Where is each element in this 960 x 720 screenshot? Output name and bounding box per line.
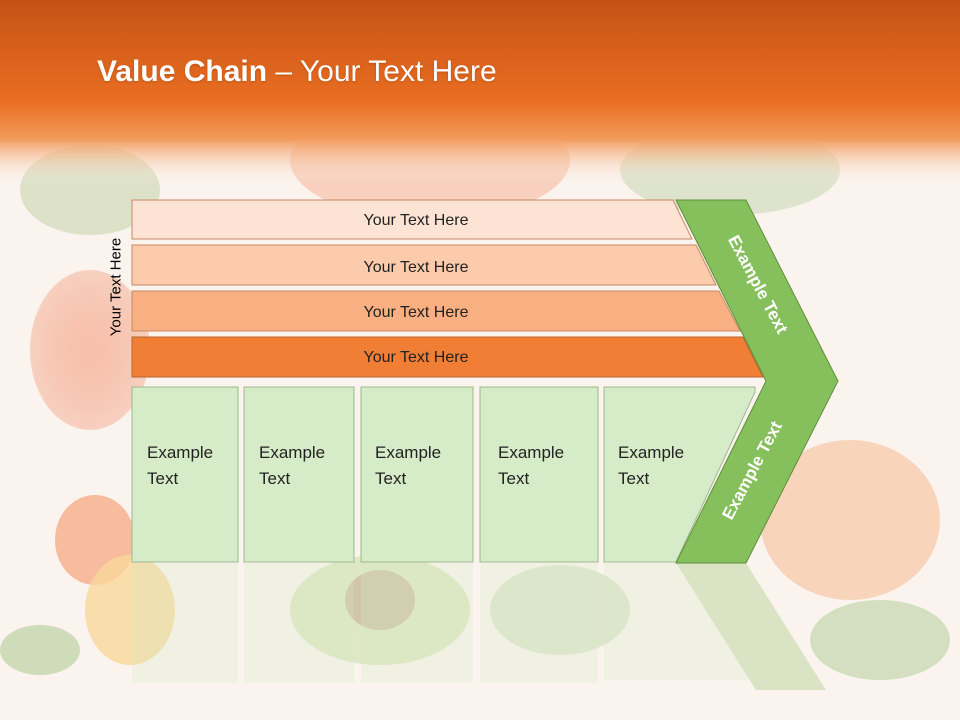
bar-1: Your Text Here <box>131 199 693 240</box>
box-4-line-1: Example <box>498 443 564 462</box>
bar-2: Your Text Here <box>131 244 717 286</box>
svg-text:Example Text: Example Text <box>147 443 218 488</box>
box-3-line-2: Text <box>375 469 406 488</box>
box-1: Example Text <box>131 386 239 563</box>
bar-1-label: Your Text Here <box>364 212 469 229</box>
bar-2-shape <box>131 244 717 286</box>
box-4-line-2: Text <box>498 469 529 488</box>
bar-2-label: Your Text Here <box>364 259 469 276</box>
box-2: Example Text <box>243 386 355 563</box>
box-2-line-1: Example <box>259 443 325 462</box>
box-3-line-1: Example <box>375 443 441 462</box>
box-1-line-2: Text <box>147 469 178 488</box>
bar-4: Your Text Here <box>131 336 764 378</box>
box-1-line-1: Example <box>147 443 213 462</box>
svg-text:Example Text: Example Text <box>259 443 330 488</box>
box-1-shape <box>131 386 239 563</box>
svg-text:Example Text: Example Text <box>618 443 689 488</box>
box-3: Example Text <box>360 386 474 563</box>
bar-3-shape <box>131 290 741 332</box>
bar-1-shape <box>131 199 693 240</box>
box-5: Example Text <box>603 386 756 563</box>
bar-3-label: Your Text Here <box>364 304 469 321</box>
chevron-shape <box>675 199 839 564</box>
box-3-shape <box>360 386 474 563</box>
slide-title: Value Chain – Your Text Here <box>97 55 497 89</box>
box-4: Example Text <box>479 386 599 563</box>
bar-4-shape <box>131 336 764 378</box>
svg-text:Example Text: Example Text <box>498 443 569 488</box>
box-4-shape <box>479 386 599 563</box>
chevron-arrow: Example Text Example Text <box>675 199 839 564</box>
bar-4-label: Your Text Here <box>364 349 469 366</box>
box-5-line-1: Example <box>618 443 684 462</box>
svg-text:Example Text: Example Text <box>375 443 446 488</box>
box-2-line-2: Text <box>259 469 290 488</box>
slide-title-bold: Value Chain <box>97 55 268 88</box>
boxes-reflection <box>132 563 826 690</box>
box-2-shape <box>243 386 355 563</box>
box-5-line-2: Text <box>618 469 649 488</box>
slide-title-rest: – Your Text Here <box>267 55 497 88</box>
box-5-shape <box>603 386 756 563</box>
bar-3: Your Text Here <box>131 290 741 332</box>
